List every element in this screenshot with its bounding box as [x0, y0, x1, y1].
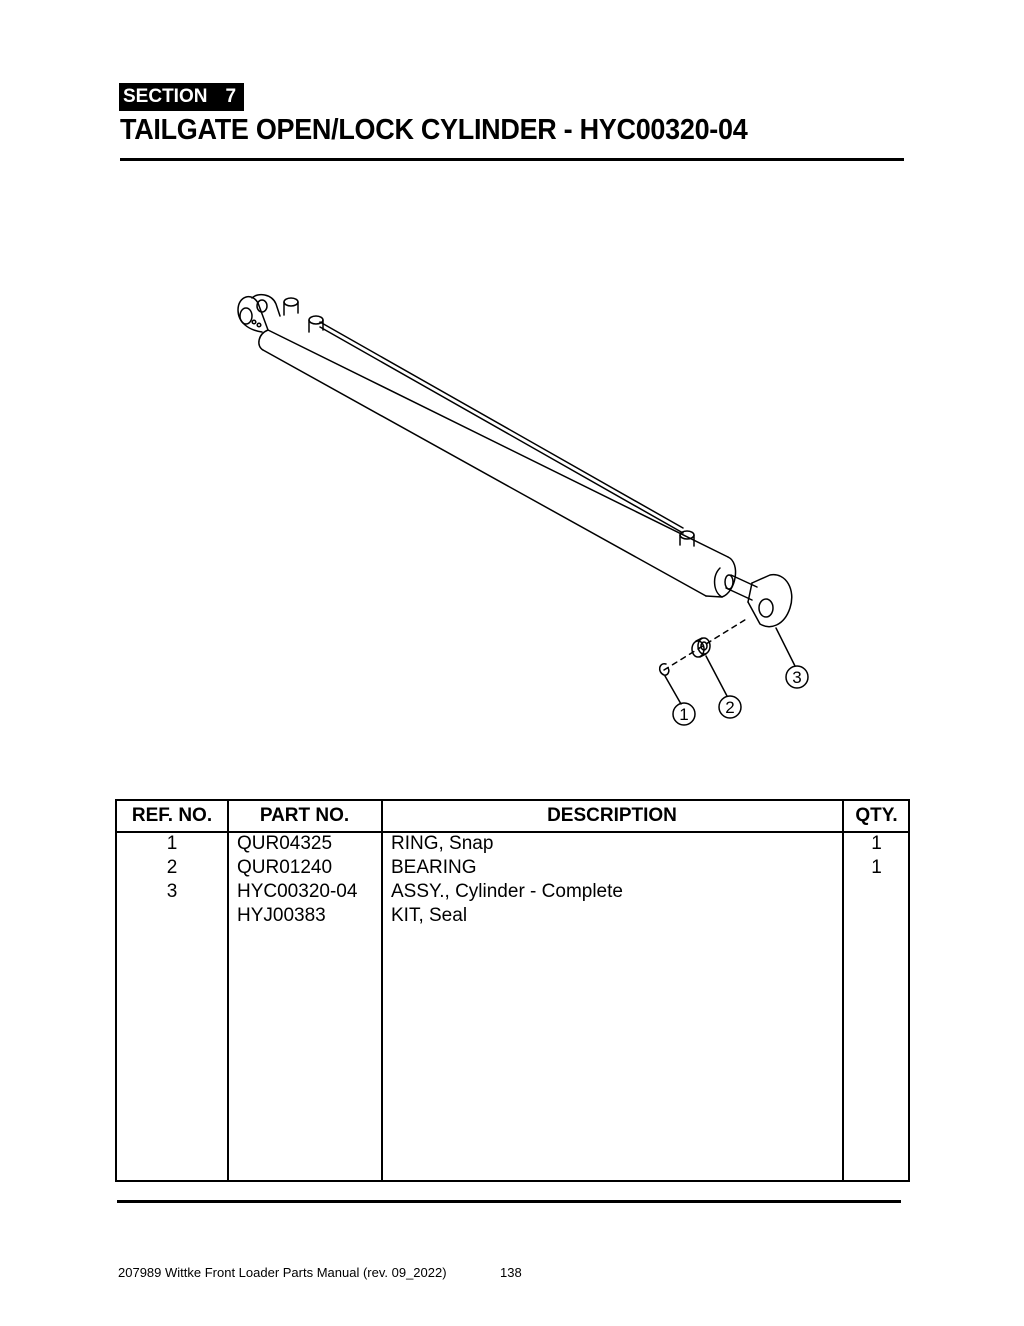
qty-cell: 1	[871, 857, 882, 878]
column-divider	[842, 801, 844, 1180]
section-label: SECTION	[123, 86, 208, 107]
rear-clevis	[237, 293, 281, 333]
section-number: 7	[225, 86, 237, 107]
column-divider	[227, 801, 229, 1180]
piston-rod	[724, 574, 758, 601]
column-divider	[381, 801, 383, 1180]
part-no-cell: HYC00320-04	[237, 881, 358, 902]
header-ref-no: REF. NO.	[131, 805, 213, 826]
snap-ring	[658, 663, 670, 676]
footer-divider	[117, 1200, 901, 1203]
table-row: 2 QUR01240 BEARING 1	[117, 856, 908, 880]
port-fittings	[283, 297, 695, 547]
ref-no-cell: 2	[166, 857, 178, 878]
callout-2: 2	[725, 698, 734, 717]
description-cell: KIT, Seal	[391, 905, 468, 926]
bearing	[691, 637, 711, 658]
manual-name: 207989 Wittke Front Loader Parts Manual …	[118, 1265, 447, 1280]
ref-no-cell: 3	[166, 881, 178, 902]
page-number: 138	[500, 1265, 522, 1280]
qty-cell: 1	[871, 833, 882, 854]
callout-1: 1	[679, 705, 688, 724]
parts-table: REF. NO. PART NO. DESCRIPTION QTY. 1 QUR…	[115, 799, 910, 1182]
section-badge: SECTION 7	[119, 83, 245, 111]
rod-end-eye	[747, 574, 793, 628]
table-row: 1 QUR04325 RING, Snap 1	[117, 832, 908, 856]
table-row: HYJ00383 KIT, Seal	[117, 904, 908, 928]
callout-3: 3	[792, 668, 801, 687]
header-description: DESCRIPTION	[547, 805, 677, 826]
part-no-cell: HYJ00383	[237, 905, 326, 926]
table-row: 3 HYC00320-04 ASSY., Cylinder - Complete	[117, 880, 908, 904]
ref-no-cell: 1	[166, 833, 178, 854]
part-no-cell: QUR04325	[237, 833, 333, 854]
part-no-cell: QUR01240	[237, 857, 333, 878]
page-title: TAILGATE OPEN/LOCK CYLINDER - HYC00320-0…	[120, 114, 748, 146]
header-qty: QTY.	[855, 805, 898, 826]
title-divider	[120, 158, 904, 161]
description-cell: ASSY., Cylinder - Complete	[391, 881, 623, 902]
header-part-no: PART NO.	[259, 805, 350, 826]
cylinder-barrel	[258, 329, 737, 598]
external-tube	[319, 321, 684, 534]
page-footer: 207989 Wittke Front Loader Parts Manual …	[118, 1265, 522, 1280]
header-divider	[117, 831, 908, 833]
description-cell: RING, Snap	[391, 833, 494, 854]
description-cell: BEARING	[391, 857, 477, 878]
